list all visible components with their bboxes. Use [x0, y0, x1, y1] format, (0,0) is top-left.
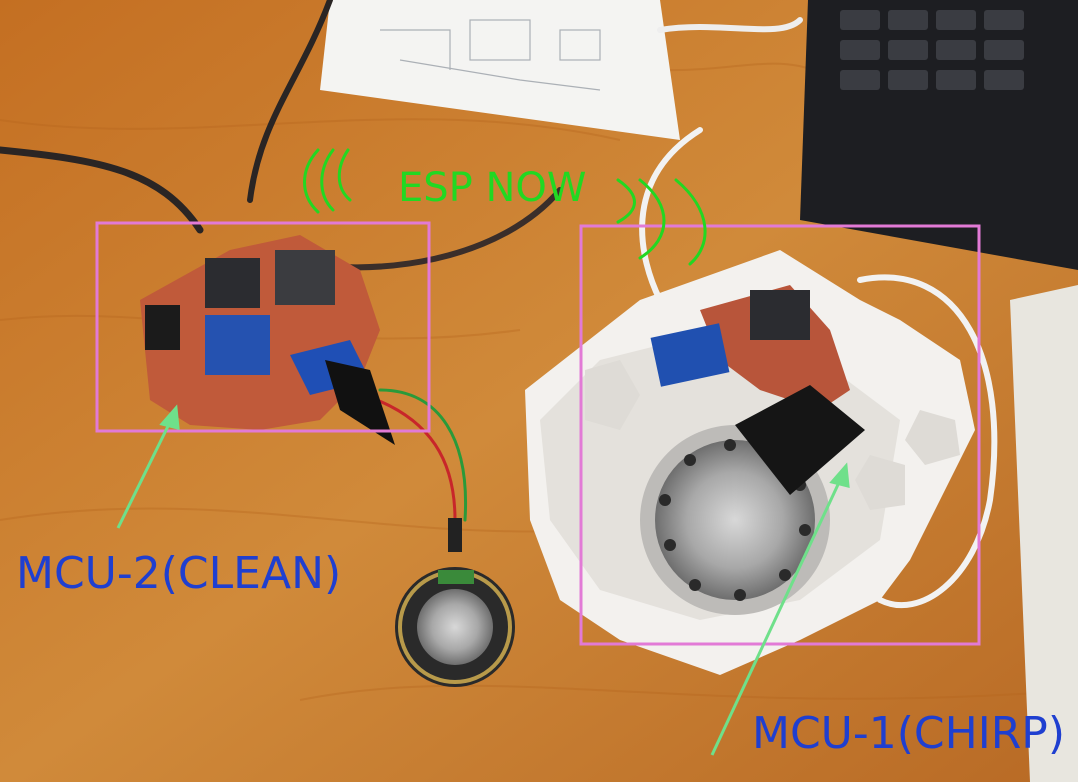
mcu1-pcb — [700, 285, 850, 410]
cable-connector — [448, 518, 462, 552]
mcu2-highlight-box — [95, 221, 431, 433]
notebook — [1010, 285, 1078, 782]
mcu1-highlight-box — [579, 224, 981, 646]
mcu1-waveshare-module — [650, 323, 730, 387]
mcu2-relay — [205, 315, 270, 375]
wireless-waves-left — [303, 148, 352, 214]
mcu1-arrow — [710, 462, 850, 756]
hex-cavity-2 — [905, 410, 960, 465]
mcu1-black-plate — [735, 385, 865, 495]
paper-sheet — [320, 0, 680, 140]
mcu2-sd-module — [275, 250, 335, 305]
paper-sketch — [380, 19, 601, 91]
mcu2-arrow — [116, 404, 180, 529]
large-speaker — [655, 440, 815, 600]
hex-cavity-3 — [855, 455, 905, 510]
mcu1-label: MCU-1(CHIRP) — [752, 708, 1065, 759]
mcu1-module — [750, 290, 810, 340]
mcu2-module — [205, 258, 260, 308]
mcu2-label: MCU-2(CLEAN) — [16, 548, 342, 599]
hex-cavity — [585, 360, 640, 430]
laptop-keys — [840, 10, 1024, 90]
wireless-waves-right — [616, 178, 707, 266]
laptop — [800, 0, 1078, 270]
mcu2-black-plate — [325, 360, 395, 445]
speaker-small — [395, 567, 515, 687]
mcu2-dc-jack — [145, 305, 180, 350]
esp-now-label: ESP NOW — [398, 165, 587, 211]
